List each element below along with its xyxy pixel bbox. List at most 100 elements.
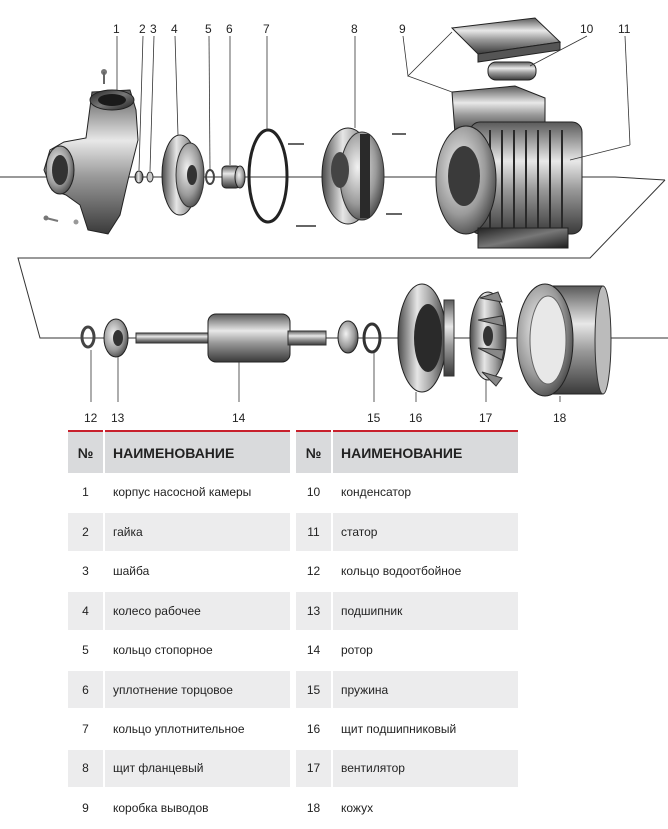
part-number: 12 <box>296 551 333 593</box>
callout-6: 6 <box>226 22 233 36</box>
callout-12: 12 <box>84 411 98 425</box>
part-name: колесо рабочее <box>104 591 290 632</box>
part-number: 14 <box>296 630 333 671</box>
part-3-washer <box>146 171 154 183</box>
part-name: шайба <box>104 551 290 593</box>
part-11-stator <box>435 121 583 249</box>
part-12-slinger-ring <box>80 325 96 349</box>
part-number: 15 <box>296 669 333 711</box>
part-number: 7 <box>68 709 105 750</box>
part-number: 16 <box>296 709 333 750</box>
part-number: 11 <box>296 512 333 553</box>
part-number: 8 <box>68 748 105 790</box>
callout-8: 8 <box>351 22 358 36</box>
part-name: корпус насосной камеры <box>104 473 290 514</box>
part-name: кольцо стопорное <box>104 630 290 671</box>
part-10-capacitor <box>487 61 537 81</box>
part-name: статор <box>332 512 518 553</box>
callout-5: 5 <box>205 22 212 36</box>
part-number: 10 <box>296 473 333 514</box>
name-column-header: НАИМЕНОВАНИЕ <box>332 430 518 473</box>
part-name: кольцо уплотнительное <box>104 709 290 750</box>
callout-1: 1 <box>113 22 120 36</box>
part-name: ротор <box>332 630 518 671</box>
part-number: 18 <box>296 788 333 829</box>
callout-13: 13 <box>111 411 125 425</box>
part-number: 2 <box>68 512 105 553</box>
part-number: 6 <box>68 669 105 711</box>
part-name: конденсатор <box>332 473 518 514</box>
part-name: кольцо водоотбойное <box>332 551 518 593</box>
part-17-fan <box>469 291 507 387</box>
callout-15: 15 <box>367 411 381 425</box>
part-name: подшипник <box>332 591 518 632</box>
part-number: 5 <box>68 630 105 671</box>
part-8-flange-shield <box>288 127 406 227</box>
callout-16: 16 <box>409 411 423 425</box>
part-name: щит фланцевый <box>104 748 290 790</box>
callout-labels: 1 2 3 4 5 6 7 8 9 10 11 12 13 14 15 16 1… <box>84 22 631 425</box>
part-9-terminal-box <box>450 17 562 135</box>
number-column-header: № <box>296 430 333 473</box>
part-number: 4 <box>68 591 105 632</box>
part-number: 1 <box>68 473 105 514</box>
part-name: кожух <box>332 788 518 829</box>
name-column-header: НАИМЕНОВАНИЕ <box>104 430 290 473</box>
part-name: гайка <box>104 512 290 553</box>
part-18-fan-cover <box>516 283 612 397</box>
callout-11: 11 <box>618 22 631 36</box>
part-13-bearing <box>103 318 129 358</box>
number-column-header: № <box>68 430 105 473</box>
part-number: 13 <box>296 591 333 632</box>
callout-10: 10 <box>580 22 594 36</box>
callout-4: 4 <box>171 22 178 36</box>
callout-7: 7 <box>263 22 270 36</box>
part-name: щит подшипниковый <box>332 709 518 750</box>
part-4-impeller <box>161 134 205 216</box>
callout-14: 14 <box>232 411 246 425</box>
part-6-mechanical-seal <box>221 165 246 189</box>
part-number: 3 <box>68 551 105 593</box>
exploded-pump-diagram: 1 2 3 4 5 6 7 8 9 10 11 12 13 14 15 16 1… <box>0 17 668 425</box>
part-15-spring <box>337 320 382 354</box>
part-1-pump-housing <box>43 69 139 235</box>
part-name: вентилятор <box>332 748 518 790</box>
part-14-rotor <box>135 313 327 363</box>
table-header-row: № НАИМЕНОВАНИЕ <box>296 430 518 473</box>
table-header-row: № НАИМЕНОВАНИЕ <box>68 430 290 473</box>
part-name: пружина <box>332 669 518 711</box>
part-number: 17 <box>296 748 333 790</box>
callout-18: 18 <box>553 411 567 425</box>
part-name: уплотнение торцовое <box>104 669 290 711</box>
part-name: коробка выводов <box>104 788 290 829</box>
callout-2: 2 <box>139 22 146 36</box>
part-16-bearing-shield <box>397 283 455 393</box>
part-7-sealing-ring <box>247 128 289 224</box>
callout-17: 17 <box>479 411 493 425</box>
callout-9: 9 <box>399 22 406 36</box>
callout-3: 3 <box>150 22 157 36</box>
callout-leaders <box>90 31 631 402</box>
part-number: 9 <box>68 788 105 829</box>
part-2-nut <box>134 170 144 184</box>
